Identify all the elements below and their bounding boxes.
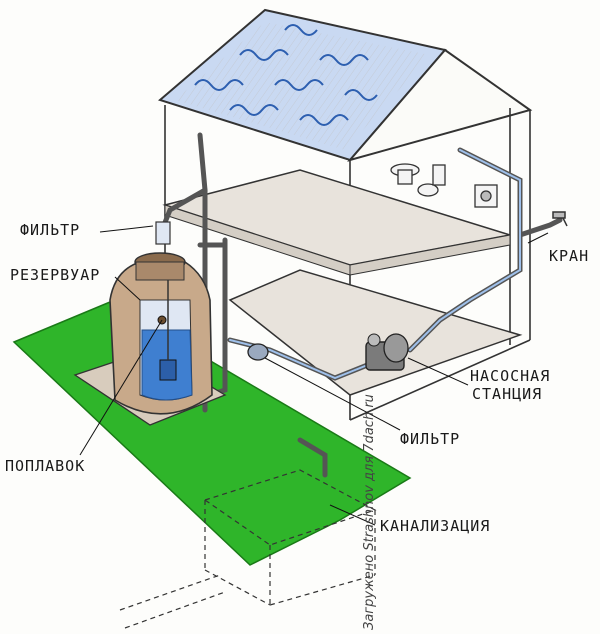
bottom-filter [247,343,269,361]
top-filter [155,221,171,245]
float [159,359,177,381]
sewer-label: КАНАЛИЗАЦИЯ [380,517,491,535]
ground-floor [228,269,523,396]
gable-wall [347,48,533,162]
filter-top-label: ФИЛЬТР [20,221,81,239]
pump-station-label-line1: НАСОСНАЯ [470,367,551,385]
pump-station [365,333,409,371]
pipes-highlight [229,149,521,380]
pump-station-label-line2: СТАНЦИЯ [472,385,543,403]
bathroom-fixtures [390,163,498,208]
tap-label: КРАН [549,247,590,265]
watermark: Загружено Strashnov для 7dach.ru [362,394,378,630]
filter-bottom-label: ФИЛЬТР [400,430,461,448]
reservoir-label: РЕЗЕРВУАР [10,266,101,284]
sewer-pit [119,469,377,629]
rain-wave-marks [194,24,378,126]
float-label: ПОПЛАВОК [5,457,86,475]
reservoir-tank [109,252,213,415]
tap-icon [552,211,568,227]
leader-lines [79,225,549,526]
